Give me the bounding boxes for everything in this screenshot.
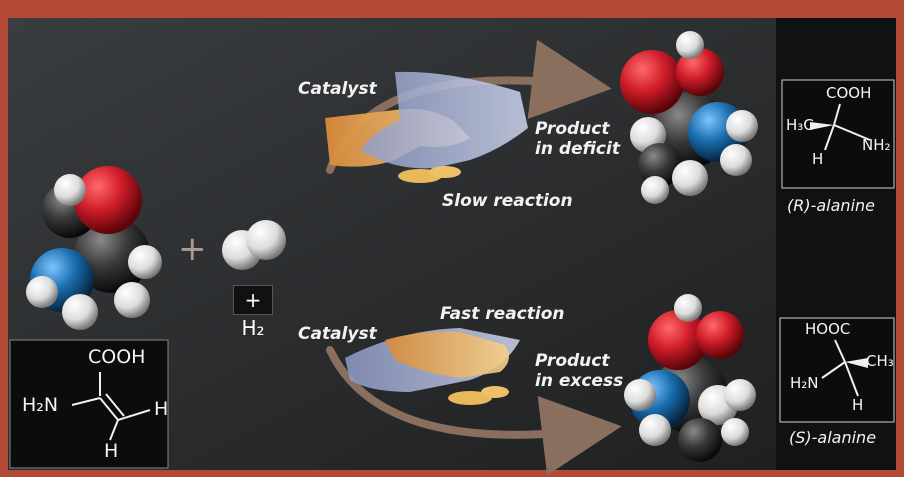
- reactant-formula-panel: [9, 339, 169, 469]
- top-catalyst-label: Catalyst: [298, 79, 377, 99]
- r-alanine-h: H: [812, 150, 824, 168]
- bottom-catalyst-label: Catalyst: [298, 324, 377, 344]
- plus-sign: +: [178, 229, 207, 269]
- bottom-product-molecule-icon: [624, 294, 756, 462]
- r-alanine-panel: [781, 79, 895, 189]
- s-alanine-h2n: H₂N: [790, 374, 819, 392]
- fast-reaction-label: Fast reaction: [440, 304, 565, 324]
- r-alanine-h3c: H₃C: [786, 116, 814, 134]
- top-handshake-icon: [325, 71, 528, 183]
- reactant-h2n: H₂N: [22, 394, 59, 416]
- s-alanine-wedge: [845, 358, 868, 368]
- bottom-product-label-line2: in excess: [535, 371, 624, 391]
- top-product-molecule-icon: [620, 31, 758, 204]
- reactant-cooh: COOH: [88, 346, 146, 368]
- r-alanine-name: (R)-alanine: [787, 196, 875, 215]
- bottom-handshake-icon: [345, 328, 520, 405]
- top-product-label-line1: Product: [535, 119, 610, 139]
- r-alanine-cooh: COOH: [826, 84, 872, 102]
- top-product-label-line2: in deficit: [535, 139, 620, 159]
- s-alanine-ch3: CH₃: [866, 352, 894, 370]
- s-alanine-panel: [779, 317, 895, 423]
- reactant-h-bottom: H: [104, 440, 119, 462]
- r-alanine-wedge: [810, 122, 834, 130]
- reactant-h-right: H: [154, 398, 169, 420]
- bottom-product-label-line1: Product: [535, 351, 610, 371]
- hydrogen-label: + H₂: [233, 285, 273, 340]
- s-alanine-hooc: HOOC: [805, 320, 851, 338]
- s-alanine-bonds: [821, 339, 859, 397]
- r-alanine-nh2: NH₂: [862, 136, 891, 154]
- reactant-molecule-icon: [26, 166, 162, 330]
- hydrogen-molecule-icon: [222, 220, 286, 270]
- bottom-arrow: [326, 346, 622, 476]
- s-alanine-name: (S)-alanine: [789, 428, 877, 447]
- r-alanine-bonds: [824, 103, 871, 151]
- slow-reaction-label: Slow reaction: [442, 191, 573, 211]
- reactant-bonds: [71, 372, 151, 441]
- s-alanine-h: H: [852, 396, 864, 414]
